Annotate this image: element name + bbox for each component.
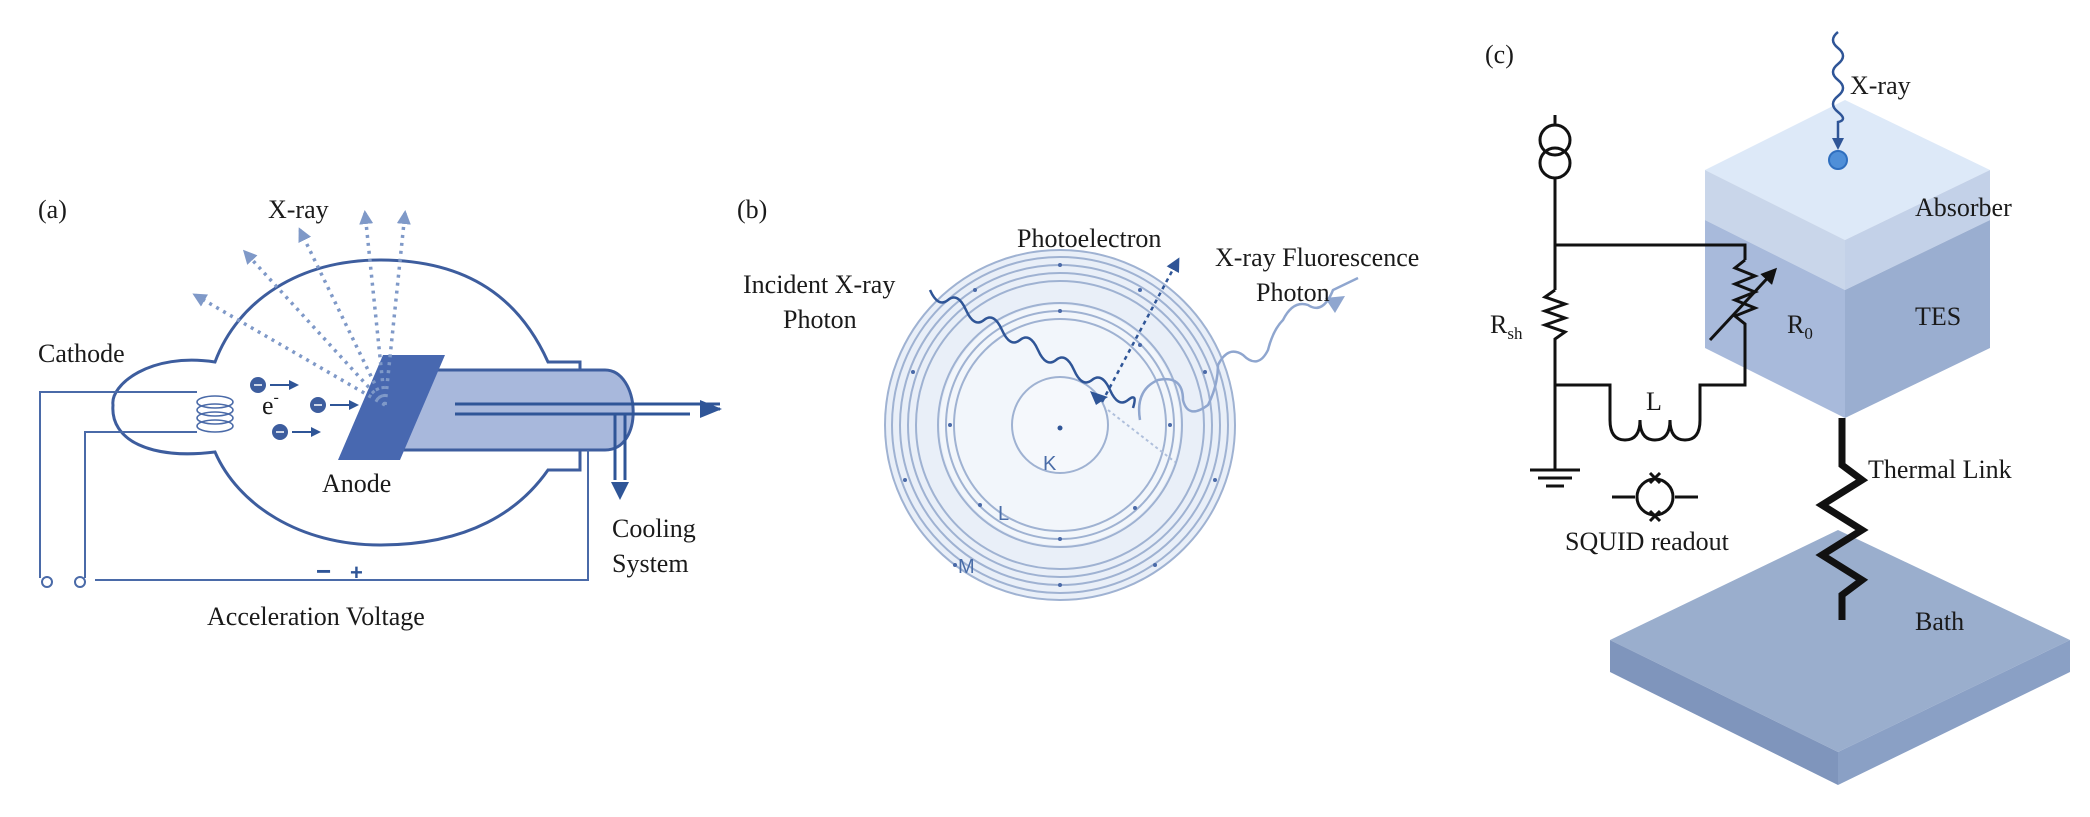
- bath-label: Bath: [1915, 607, 1964, 636]
- incident-label-line2: Photon: [783, 305, 857, 334]
- cooling-arm: [398, 368, 635, 452]
- panel-c: (c) Bath Thermal Link Absorber TES X-ray: [1485, 31, 2070, 785]
- photoelectron-label: Photoelectron: [1017, 224, 1161, 253]
- absorber-label: Absorber: [1915, 193, 2012, 222]
- xray-label-c: X-ray: [1850, 71, 1911, 100]
- voltage-plus: +: [350, 560, 363, 585]
- acceleration-circuit: [39, 391, 589, 588]
- shell-m-label: M: [958, 556, 975, 578]
- cathode-filament: [196, 395, 234, 433]
- tes-label: TES: [1915, 302, 1961, 331]
- voltage-minus: −: [316, 556, 331, 586]
- panel-b-tag: (b): [737, 195, 767, 224]
- shell-electrons: [903, 263, 1217, 587]
- electron-transition: [1107, 409, 1176, 463]
- shell-l-label: L: [998, 503, 1009, 525]
- thermal-link: [1815, 418, 1869, 620]
- r0-label: R0: [1787, 310, 1813, 343]
- shell-k: [1011, 376, 1109, 474]
- cooling-label-line2: System: [612, 549, 689, 578]
- incident-label-line1: Incident X-ray: [743, 270, 895, 299]
- detector-cube: [1705, 100, 1990, 418]
- current-source: [1538, 115, 1572, 245]
- shell-k-label: K: [1043, 453, 1057, 475]
- electrons: [250, 377, 359, 440]
- cooling-label-line1: Cooling: [612, 514, 696, 543]
- panel-b: (b) K L M: [737, 195, 1419, 601]
- voltage-label: Acceleration Voltage: [207, 602, 425, 631]
- variable-resistor-arrow: [1708, 267, 1778, 342]
- xray-label-a: X-ray: [268, 195, 329, 224]
- incident-photon: [928, 289, 1136, 409]
- absorbed-photon: [1828, 150, 1848, 170]
- coolant-outlet-arrow: [611, 482, 629, 500]
- squid-symbol: [1612, 471, 1698, 523]
- bath-plate: [1610, 530, 2070, 785]
- incoming-xray: [1831, 31, 1845, 140]
- fluorescence-label-line2: Photon: [1256, 278, 1330, 307]
- fluorescence-label-line1: X-ray Fluorescence: [1215, 243, 1419, 272]
- panel-c-tag: (c): [1485, 40, 1514, 69]
- readout-circuit: [1530, 243, 1760, 488]
- cathode-label: Cathode: [38, 339, 125, 368]
- electron-label: e-: [262, 389, 279, 420]
- thermal-link-label: Thermal Link: [1868, 455, 2012, 484]
- squid-label: SQUID readout: [1565, 527, 1730, 556]
- panel-a: (a): [38, 195, 722, 631]
- inductor-label: L: [1646, 387, 1662, 416]
- rsh-label: Rsh: [1490, 310, 1523, 343]
- photoelectron-track: [1100, 257, 1180, 403]
- xray-beams: [192, 210, 411, 407]
- fluorescence-photon: [1137, 276, 1359, 421]
- anode-target: [338, 355, 445, 460]
- panel-a-tag: (a): [38, 195, 67, 224]
- nucleus: [1057, 425, 1063, 431]
- anode-label: Anode: [322, 469, 391, 498]
- tube-glass: [111, 258, 582, 547]
